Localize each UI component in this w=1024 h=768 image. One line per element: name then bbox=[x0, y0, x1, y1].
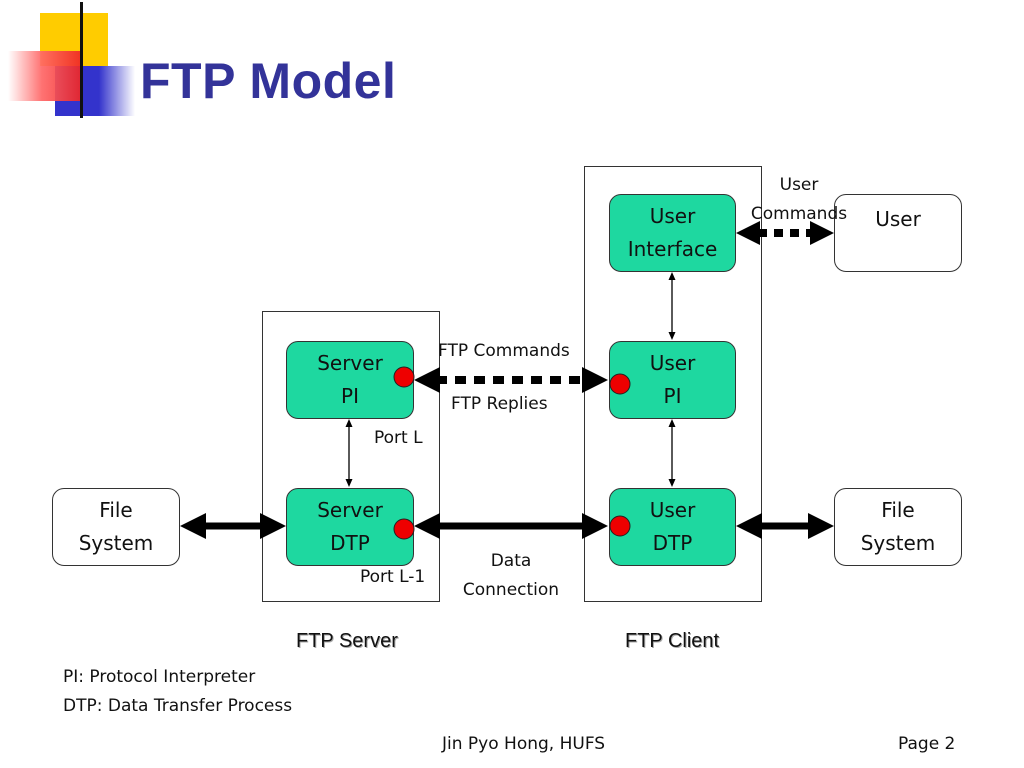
user-dtp-port-dot bbox=[609, 515, 631, 537]
ftp-replies-label: FTP Replies bbox=[451, 394, 548, 414]
client-filesystem-arrow bbox=[736, 513, 834, 539]
server-pi-node: Server PI bbox=[286, 341, 414, 419]
userpi-userdtp-arrow bbox=[668, 419, 676, 487]
port-l-minus-1-label: Port L-1 bbox=[360, 567, 426, 587]
server-pi-port-dot bbox=[393, 366, 415, 388]
ftp-server-caption: FTP Server bbox=[296, 630, 398, 652]
server-dtp-port-dot bbox=[393, 518, 415, 540]
legend-pi: PI: Protocol Interpreter bbox=[63, 667, 256, 687]
page-number: Page 2 bbox=[898, 734, 956, 754]
ftp-client-caption: FTP Client bbox=[625, 630, 720, 652]
user-commands-arrow bbox=[736, 221, 834, 245]
ftp-commands-label: FTP Commands bbox=[438, 341, 570, 361]
node-label: PI bbox=[663, 384, 682, 408]
ftp-commands-arrow bbox=[414, 367, 608, 393]
node-label: User bbox=[875, 207, 921, 231]
server-filesystem-arrow bbox=[180, 513, 286, 539]
node-label: User bbox=[649, 204, 696, 228]
node-label: Server bbox=[317, 498, 383, 522]
node-label: DTP bbox=[330, 531, 370, 555]
node-label: System bbox=[78, 531, 154, 555]
node-label: Server bbox=[317, 351, 383, 375]
user-pi-node: User PI bbox=[609, 341, 736, 419]
client-file-system-node: File System bbox=[834, 488, 962, 566]
user-pi-port-dot bbox=[609, 373, 631, 395]
node-label: PI bbox=[341, 384, 359, 408]
user-commands-label: User Commands bbox=[750, 175, 848, 224]
server-group-frame bbox=[262, 311, 440, 602]
data-connection-arrow bbox=[414, 513, 608, 539]
node-label: DTP bbox=[652, 531, 693, 555]
node-label: System bbox=[860, 531, 936, 555]
port-l-label: Port L bbox=[374, 428, 423, 448]
server-file-system-node: File System bbox=[52, 488, 180, 566]
node-label: User bbox=[649, 351, 696, 375]
node-label: File bbox=[99, 498, 133, 522]
ui-userpi-arrow bbox=[668, 272, 676, 340]
server-pi-dtp-arrow bbox=[345, 419, 353, 487]
node-label: Interface bbox=[627, 237, 718, 261]
user-node: User bbox=[834, 194, 962, 272]
node-label: User bbox=[649, 498, 696, 522]
legend-dtp: DTP: Data Transfer Process bbox=[63, 696, 293, 716]
node-label: File bbox=[881, 498, 915, 522]
server-dtp-node: Server DTP bbox=[286, 488, 414, 566]
page-title: FTP Model bbox=[140, 53, 397, 109]
footer-author: Jin Pyo Hong, HUFS bbox=[442, 734, 606, 754]
user-interface-node: User Interface bbox=[609, 194, 736, 272]
data-connection-label: Data Connection bbox=[462, 551, 560, 600]
